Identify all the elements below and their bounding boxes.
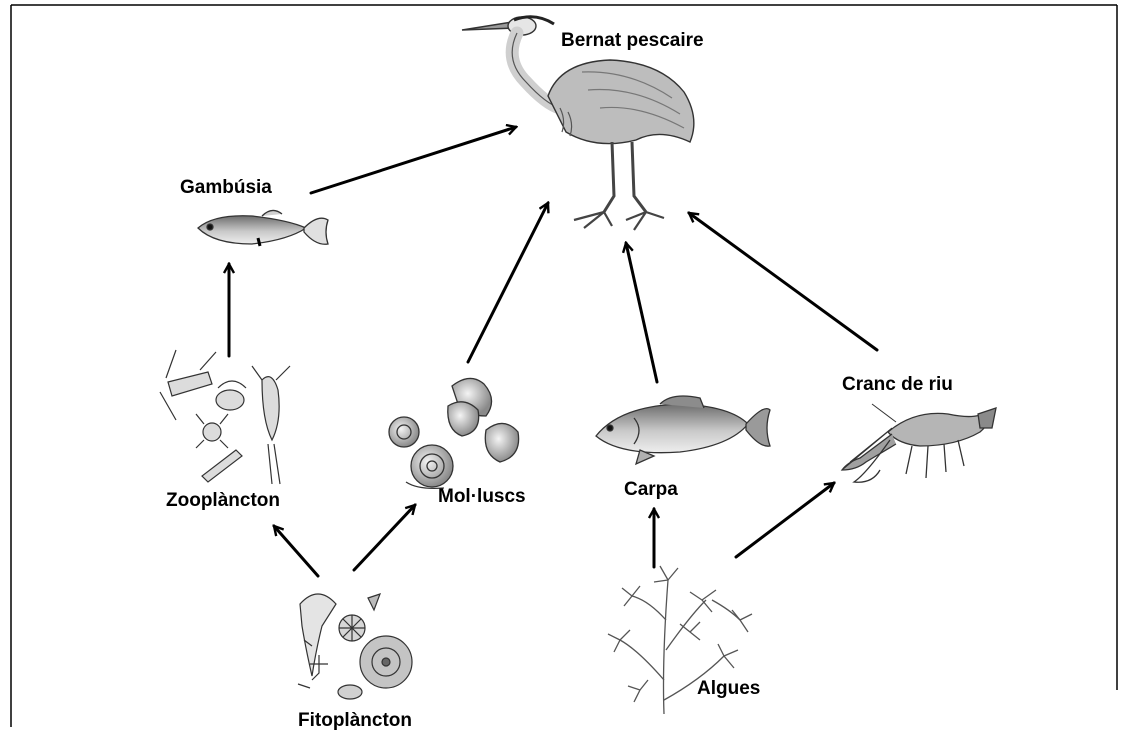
arrow-phytoplankton-to-molluscs: [354, 505, 415, 570]
carp-label: Carpa: [624, 480, 678, 499]
arrow-carp-to-heron: [626, 243, 657, 382]
heron-label: Bernat pescaire: [561, 31, 704, 50]
gambusia-illustration: [198, 210, 328, 246]
arrow-crayfish-to-heron: [689, 213, 877, 350]
carp-illustration: [596, 396, 770, 464]
molluscs-illustration: [389, 378, 519, 488]
arrow-algae-to-crayfish: [736, 483, 834, 557]
zooplankton-label: Zooplàncton: [166, 491, 280, 510]
crayfish-illustration: [842, 404, 996, 482]
arrow-gambusia-to-heron: [311, 127, 516, 193]
crayfish-label: Cranc de riu: [842, 375, 953, 394]
arrow-molluscs-to-heron: [468, 203, 548, 362]
zooplankton-illustration: [160, 350, 290, 484]
molluscs-label: Mol·luscs: [438, 487, 526, 506]
phytoplankton-illustration: [298, 594, 412, 699]
arrow-phytoplankton-to-zooplankton: [274, 526, 318, 576]
phytoplankton-label: Fitoplàncton: [298, 711, 412, 730]
gambusia-label: Gambúsia: [180, 178, 272, 197]
algae-label: Algues: [697, 679, 760, 698]
